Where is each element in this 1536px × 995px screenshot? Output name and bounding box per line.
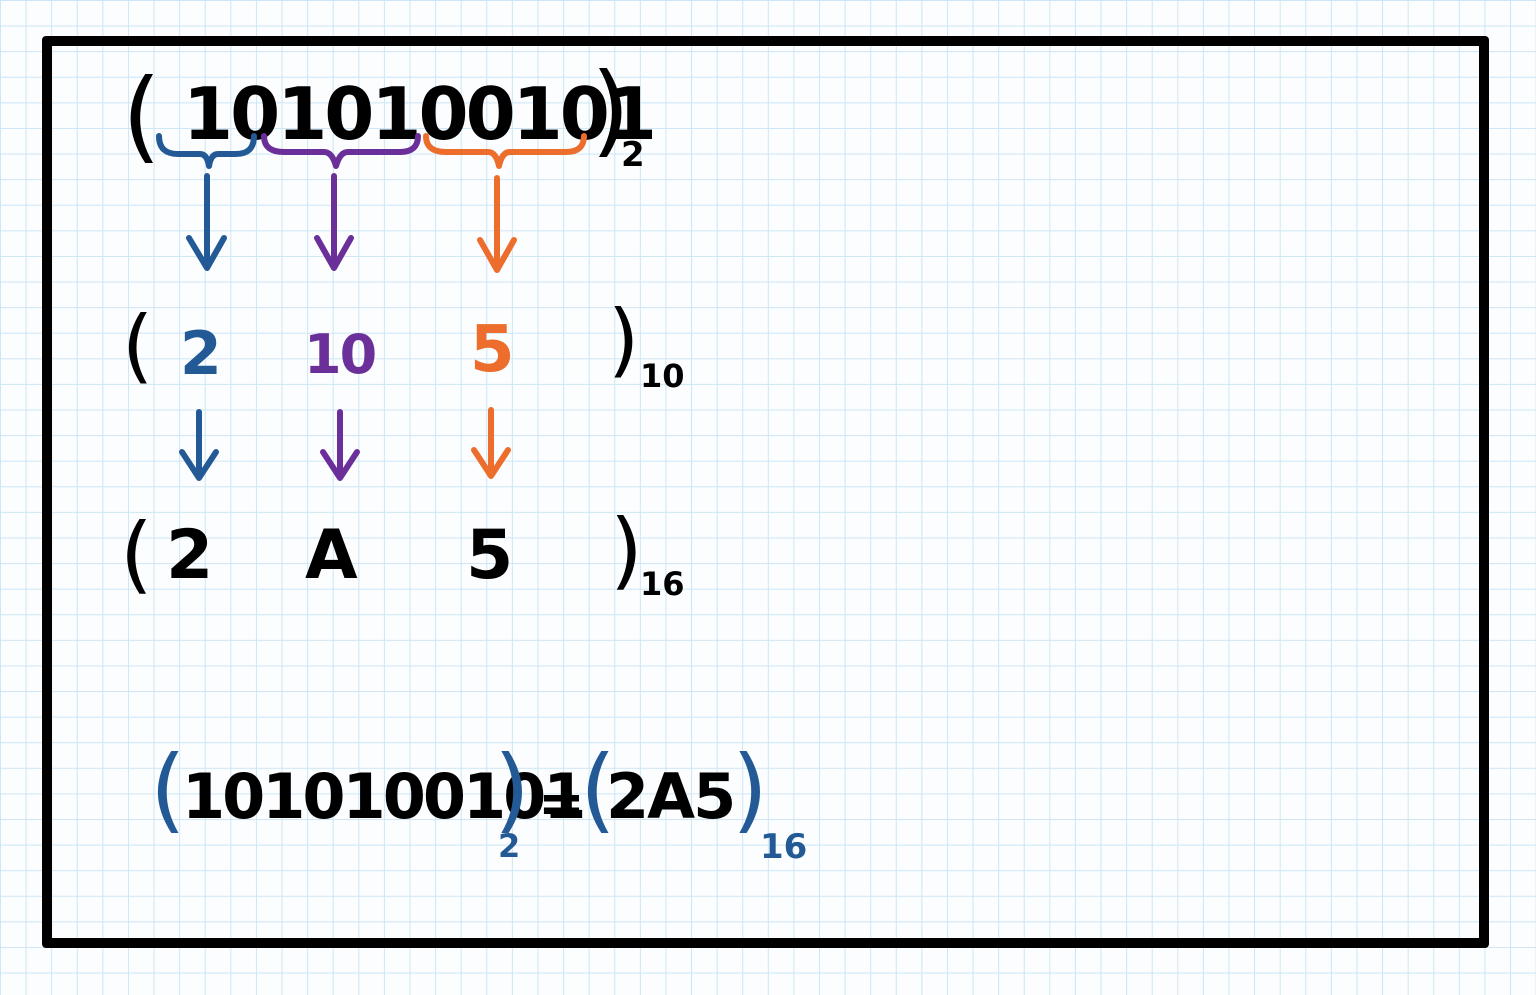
- summary-base-left: 2: [498, 827, 521, 865]
- arrow-icon: [477, 175, 517, 273]
- summary-open-paren-right: (: [580, 736, 616, 843]
- decimal-value-3: 5: [470, 313, 515, 387]
- summary-close-paren-right: ): [732, 736, 768, 843]
- binary-base: 2: [621, 135, 645, 175]
- decimal-value-1: 2: [180, 319, 222, 389]
- hex-open-paren: (: [120, 505, 153, 603]
- arrow-icon: [314, 173, 354, 271]
- arrow-icon: [186, 173, 227, 271]
- brace-group-2: [261, 133, 421, 169]
- summary-binary: 1010100101: [182, 760, 586, 833]
- hex-digit-1: 2: [166, 516, 214, 595]
- arrow-icon: [179, 409, 219, 481]
- hex-digit-2: A: [305, 516, 358, 595]
- hex-base: 16: [640, 565, 685, 603]
- decimal-value-2: 10: [304, 323, 377, 386]
- arrow-icon: [320, 409, 360, 481]
- binary-close-paren: ): [591, 51, 631, 168]
- hex-digit-3: 5: [466, 516, 514, 595]
- summary-equals: =: [538, 771, 585, 836]
- binary-open-paren: (: [122, 57, 162, 174]
- decimal-close-paren: ): [608, 293, 640, 386]
- decimal-base: 10: [640, 357, 685, 395]
- brace-group-3: [423, 133, 587, 169]
- summary-base-right: 16: [760, 827, 808, 867]
- border-frame: [42, 36, 1489, 948]
- summary-open-paren-left: (: [150, 736, 186, 843]
- arrow-icon: [471, 407, 511, 479]
- brace-group-1: [156, 133, 257, 169]
- decimal-open-paren: (: [122, 299, 154, 392]
- summary-hex: 2A5: [606, 760, 736, 833]
- summary-close-paren-left: ): [494, 736, 530, 843]
- hex-close-paren: ): [610, 501, 643, 599]
